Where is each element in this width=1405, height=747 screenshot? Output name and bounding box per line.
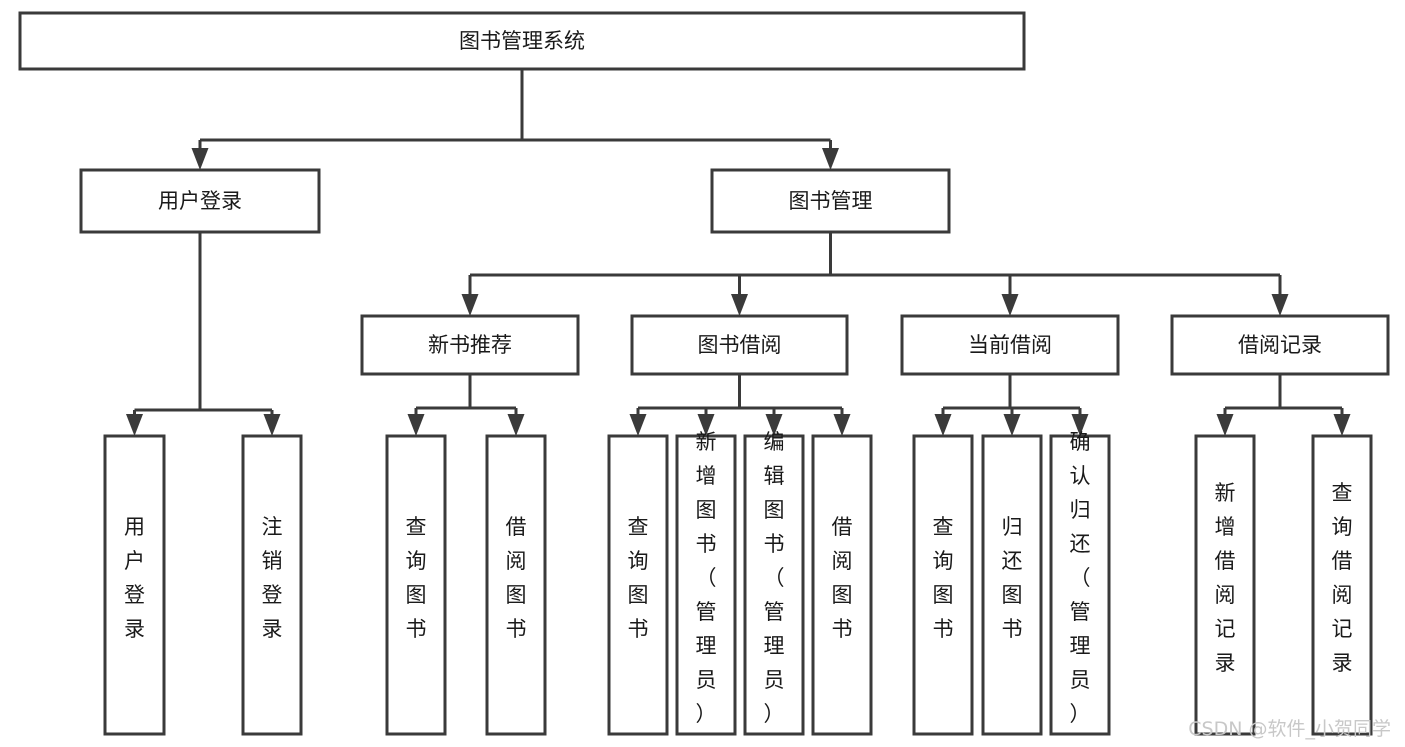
node-label: 确认归还（管理员） [1070, 430, 1091, 726]
node-label: 图书管理系统 [459, 29, 585, 53]
node-leaf-query-book-3[interactable]: 查询图书 [912, 434, 974, 736]
node-box[interactable] [385, 434, 447, 736]
node-label: 图书管理 [789, 189, 873, 213]
node-label: 当前借阅 [968, 333, 1052, 357]
node-box[interactable] [1049, 434, 1111, 736]
node-box[interactable] [630, 314, 849, 376]
connector-group [191, 69, 839, 170]
node-label: 借阅图书 [506, 515, 527, 641]
node-label: 图书借阅 [698, 333, 782, 357]
node-current-borrow[interactable]: 当前借阅 [900, 314, 1120, 376]
node-user-login[interactable]: 用户登录 [79, 168, 321, 234]
arrow-head-icon [126, 414, 143, 436]
arrow-head-icon [765, 414, 783, 436]
node-root[interactable]: 图书管理系统 [18, 11, 1026, 71]
arrow-head-icon [833, 414, 851, 436]
watermark-label: CSDN @软件_小贺同学 [1188, 718, 1391, 740]
node-box[interactable] [900, 314, 1120, 376]
node-leaf-borrow-book-1[interactable]: 借阅图书 [485, 434, 547, 736]
node-label: 编辑图书（管理员） [764, 430, 785, 726]
node-leaf-query-record[interactable]: 查询借阅记录 [1311, 434, 1373, 736]
node-leaf-add-record[interactable]: 新增借阅记录 [1194, 434, 1256, 736]
node-leaf-borrow-book-2[interactable]: 借阅图书 [811, 434, 873, 736]
node-box[interactable] [79, 168, 321, 234]
node-label: 用户登录 [158, 189, 242, 213]
node-box[interactable] [1170, 314, 1390, 376]
arrow-head-icon [263, 414, 281, 436]
node-label: 新增借阅记录 [1215, 481, 1236, 675]
connector-group [407, 374, 525, 436]
arrow-head-icon [461, 294, 479, 316]
node-leaf-query-book-2[interactable]: 查询图书 [607, 434, 669, 736]
arrow-head-icon [507, 414, 525, 436]
arrow-head-icon [191, 148, 209, 170]
arrow-head-icon [1333, 414, 1351, 436]
arrow-head-icon [629, 414, 647, 436]
arrow-head-icon [731, 294, 748, 316]
arrow-head-icon [1271, 294, 1289, 316]
node-book-borrow[interactable]: 图书借阅 [630, 314, 849, 376]
node-box[interactable] [607, 434, 669, 736]
node-book-manage[interactable]: 图书管理 [710, 168, 951, 234]
node-leaf-user-login[interactable]: 用户登录 [103, 434, 166, 736]
node-leaf-user-logout[interactable]: 注销登录 [241, 434, 303, 736]
node-box[interactable] [912, 434, 974, 736]
node-leaf-return-book[interactable]: 归还图书 [981, 434, 1043, 736]
node-box[interactable] [811, 434, 873, 736]
connector-group [126, 232, 281, 436]
node-new-book-rec[interactable]: 新书推荐 [360, 314, 580, 376]
arrow-head-icon [822, 148, 839, 170]
node-leaf-query-book-1[interactable]: 查询图书 [385, 434, 447, 736]
arrow-head-icon [1003, 414, 1021, 436]
node-box[interactable] [1194, 434, 1256, 736]
arrow-head-icon [1216, 414, 1234, 436]
connector-group [461, 232, 1289, 316]
node-label: 用户登录 [124, 515, 145, 641]
node-borrow-record[interactable]: 借阅记录 [1170, 314, 1390, 376]
node-layer: 图书管理系统用户登录图书管理新书推荐图书借阅当前借阅借阅记录用户登录注销登录查询… [18, 11, 1390, 736]
node-box[interactable] [241, 434, 303, 736]
node-box[interactable] [743, 434, 805, 736]
node-label: 查询借阅记录 [1332, 481, 1353, 675]
node-box[interactable] [360, 314, 580, 376]
node-box[interactable] [675, 434, 737, 736]
node-label: 借阅图书 [832, 515, 853, 641]
node-label: 借阅记录 [1238, 333, 1322, 357]
node-leaf-edit-book[interactable]: 编辑图书（管理员） [743, 430, 805, 736]
connector-group [1216, 374, 1351, 436]
node-leaf-add-book[interactable]: 新增图书（管理员） [675, 430, 737, 736]
node-box[interactable] [710, 168, 951, 234]
arrow-head-icon [407, 414, 425, 436]
node-label: 注销登录 [262, 515, 283, 641]
node-box[interactable] [103, 434, 166, 736]
connector-group [934, 374, 1089, 436]
connector-layer [126, 69, 1351, 436]
arrow-head-icon [934, 414, 952, 436]
connector-group [629, 374, 851, 436]
node-box[interactable] [18, 11, 1026, 71]
node-label: 查询图书 [933, 515, 954, 641]
node-leaf-confirm-return[interactable]: 确认归还（管理员） [1049, 430, 1111, 736]
node-label: 归还图书 [1002, 515, 1023, 641]
node-box[interactable] [485, 434, 547, 736]
arrow-head-icon [1071, 414, 1089, 436]
node-label: 新增图书（管理员） [696, 430, 717, 726]
node-box[interactable] [981, 434, 1043, 736]
node-label: 查询图书 [406, 515, 427, 641]
arrow-head-icon [1001, 294, 1019, 316]
node-box[interactable] [1311, 434, 1373, 736]
node-label: 新书推荐 [428, 333, 512, 357]
node-label: 查询图书 [628, 515, 649, 641]
arrow-head-icon [697, 414, 715, 436]
